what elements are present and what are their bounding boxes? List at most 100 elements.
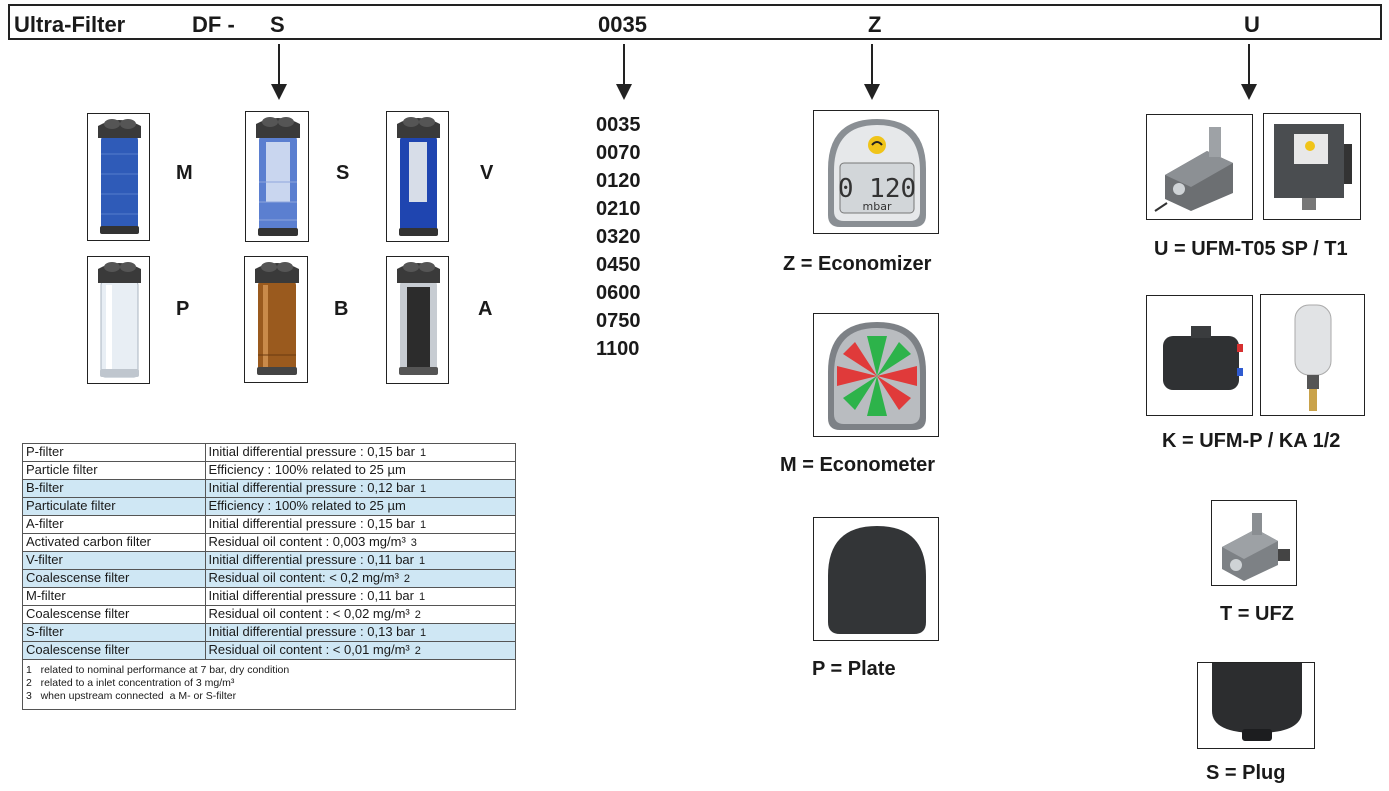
filter-name-cell: V-filter xyxy=(22,551,206,570)
filter-v-label: V xyxy=(480,162,494,184)
pressure-cell: Initial differential pressure : 0,11 bar… xyxy=(204,587,517,606)
pressure-text: Initial differential pressure : 0,11 bar xyxy=(208,552,414,567)
filter-m-image xyxy=(87,113,150,241)
pressure-text: Initial differential pressure : 0,13 bar xyxy=(208,624,415,639)
filter-name-cell: M-filter xyxy=(22,587,206,606)
ufm-t05-label: U = UFM-T05 SP / T1 xyxy=(1154,238,1348,260)
ka-half-image xyxy=(1260,294,1365,416)
filter-a-label: A xyxy=(478,298,493,320)
economizer-display-value: 0 120 xyxy=(838,174,916,204)
footnote-ref: 1 xyxy=(419,627,427,639)
pressure-cell: Initial differential pressure : 0,15 bar… xyxy=(204,515,517,534)
footnote-ref: 2 xyxy=(414,645,421,657)
performance-text: Efficiency : 100% related to 25 µm xyxy=(208,498,406,513)
filter-name-cell: A-filter xyxy=(22,515,206,534)
footnote-ref: 1 xyxy=(419,483,427,495)
pressure-text: Initial differential pressure : 0,11 bar xyxy=(208,588,414,603)
size-code: 0035 xyxy=(598,12,647,37)
drain-code: U xyxy=(1244,12,1260,37)
filter-type-cell: Particle filter xyxy=(22,461,206,480)
pressure-cell: Initial differential pressure : 0,12 bar… xyxy=(204,479,517,498)
performance-text: Efficiency : 100% related to 25 µm xyxy=(208,462,406,477)
econometer-label: M = Econometer xyxy=(780,454,936,476)
pressure-cell: Initial differential pressure : 0,15 bar… xyxy=(204,443,517,462)
economizer-image: 0 120 mbar xyxy=(813,110,939,234)
filter-type-cell: Particulate filter xyxy=(22,497,206,516)
filter-type-cell: Activated carbon filter xyxy=(22,533,206,552)
df-prefix: DF - xyxy=(192,12,235,37)
filter-name-cell: B-filter xyxy=(22,479,206,498)
filter-a-image xyxy=(386,256,449,384)
performance-cell: Efficiency : 100% related to 25 µm xyxy=(204,461,517,480)
size-code-item: 0120 xyxy=(596,170,641,192)
filter-p-image xyxy=(87,256,150,384)
performance-text: Residual oil content : 0,003 mg/m³ xyxy=(208,534,406,549)
pressure-text: Initial differential pressure : 0,15 bar xyxy=(208,444,415,459)
ufz-label: T = UFZ xyxy=(1220,603,1294,625)
plate-image xyxy=(813,517,939,641)
product-name: Ultra-Filter xyxy=(14,12,126,37)
footnote-ref: 2 xyxy=(414,609,421,621)
size-code-item: 0750 xyxy=(596,310,641,332)
filter-name-cell: P-filter xyxy=(22,443,206,462)
ufz-image xyxy=(1211,500,1297,586)
size-code-item: 0450 xyxy=(596,254,641,276)
performance-text: Residual oil content: < 0,2 mg/m³ xyxy=(208,570,399,585)
plate-label: P = Plate xyxy=(812,658,896,680)
indicator-code: Z xyxy=(868,12,882,37)
footnote-text: 3 when upstream connected a M- or S-filt… xyxy=(26,690,237,702)
filter-s-image xyxy=(245,111,309,242)
filter-type-cell: Coalescense filter xyxy=(22,641,206,660)
pressure-text: Initial differential pressure : 0,12 bar xyxy=(208,480,415,495)
plug-image xyxy=(1197,662,1315,749)
size-code-item: 0070 xyxy=(596,142,641,164)
size-code-item: 0210 xyxy=(596,198,641,220)
performance-text: Residual oil content : < 0,01 mg/m³ xyxy=(208,642,410,657)
footnote-ref: 1 xyxy=(418,555,426,567)
ufm-p-image xyxy=(1146,295,1253,416)
size-code-item: 0035 xyxy=(596,114,641,136)
pressure-text: Initial differential pressure : 0,15 bar xyxy=(208,516,415,531)
footnote-text: 2 related to a inlet concentration of 3 … xyxy=(26,677,235,689)
footnote-ref: 1 xyxy=(419,447,427,459)
size-code-item: 1100 xyxy=(596,338,640,360)
filter-v-image xyxy=(386,111,449,242)
size-code-item: 0600 xyxy=(596,282,641,304)
filter-p-label: P xyxy=(176,298,190,320)
notes-row: 1 related to nominal performance at 7 ba… xyxy=(22,659,516,710)
footnote-ref: 1 xyxy=(418,591,426,603)
plug-label: S = Plug xyxy=(1206,762,1286,784)
ufm-t05-image xyxy=(1146,114,1253,220)
filter-type-cell: Coalescense filter xyxy=(22,605,206,624)
footnote-ref: 1 xyxy=(419,519,427,531)
econometer-image xyxy=(813,313,939,437)
economizer-display-unit: mbar xyxy=(863,200,892,213)
pressure-cell: Initial differential pressure : 0,11 bar… xyxy=(204,551,517,570)
performance-cell: Residual oil content : < 0,01 mg/m³ 2 xyxy=(204,641,517,660)
size-code-item: 0320 xyxy=(596,226,641,248)
filter-name-cell: S-filter xyxy=(22,623,206,642)
pressure-cell: Initial differential pressure : 0,13 bar… xyxy=(204,623,517,642)
ordering-code-bar: Ultra-Filter DF - S 0035 Z U xyxy=(8,4,1382,40)
economizer-label: Z = Economizer xyxy=(783,253,932,275)
filter-s-label: S xyxy=(336,162,350,184)
ufm-t1-image xyxy=(1263,113,1361,220)
filter-b-label: B xyxy=(334,298,349,320)
ufm-p-label: K = UFM-P / KA 1/2 xyxy=(1162,430,1341,452)
footnote-text: 1 related to nominal performance at 7 ba… xyxy=(26,664,290,676)
filter-m-label: M xyxy=(176,162,193,184)
